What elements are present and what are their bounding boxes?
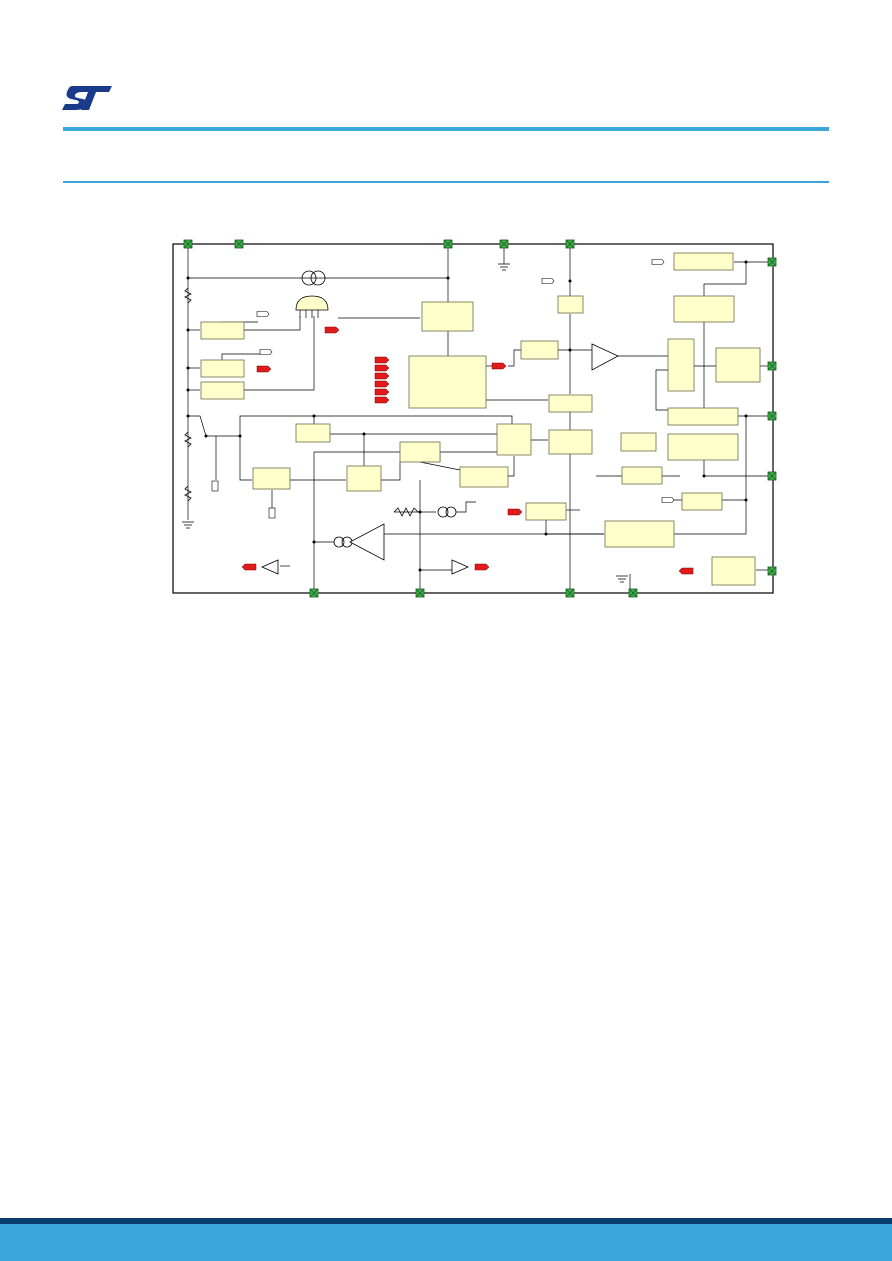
ground-icon bbox=[182, 263, 628, 583]
white-signal-tags bbox=[211, 259, 675, 519]
footer-band-light bbox=[0, 1224, 892, 1261]
st-logo bbox=[62, 86, 112, 110]
opamp-icon bbox=[261, 343, 619, 575]
current-source-icon bbox=[301, 270, 457, 548]
header-rule bbox=[63, 127, 829, 131]
resistor-icon bbox=[184, 287, 419, 517]
footer-band-dark bbox=[0, 1218, 892, 1224]
wiring bbox=[187, 244, 772, 593]
arrow-connector-icon bbox=[299, 310, 319, 318]
title-rule bbox=[63, 181, 829, 183]
st-logo-mark bbox=[62, 86, 112, 110]
function-blocks bbox=[200, 252, 761, 586]
gate-icon bbox=[295, 295, 329, 311]
junction-dots bbox=[186, 260, 748, 572]
block-diagram bbox=[172, 239, 777, 598]
